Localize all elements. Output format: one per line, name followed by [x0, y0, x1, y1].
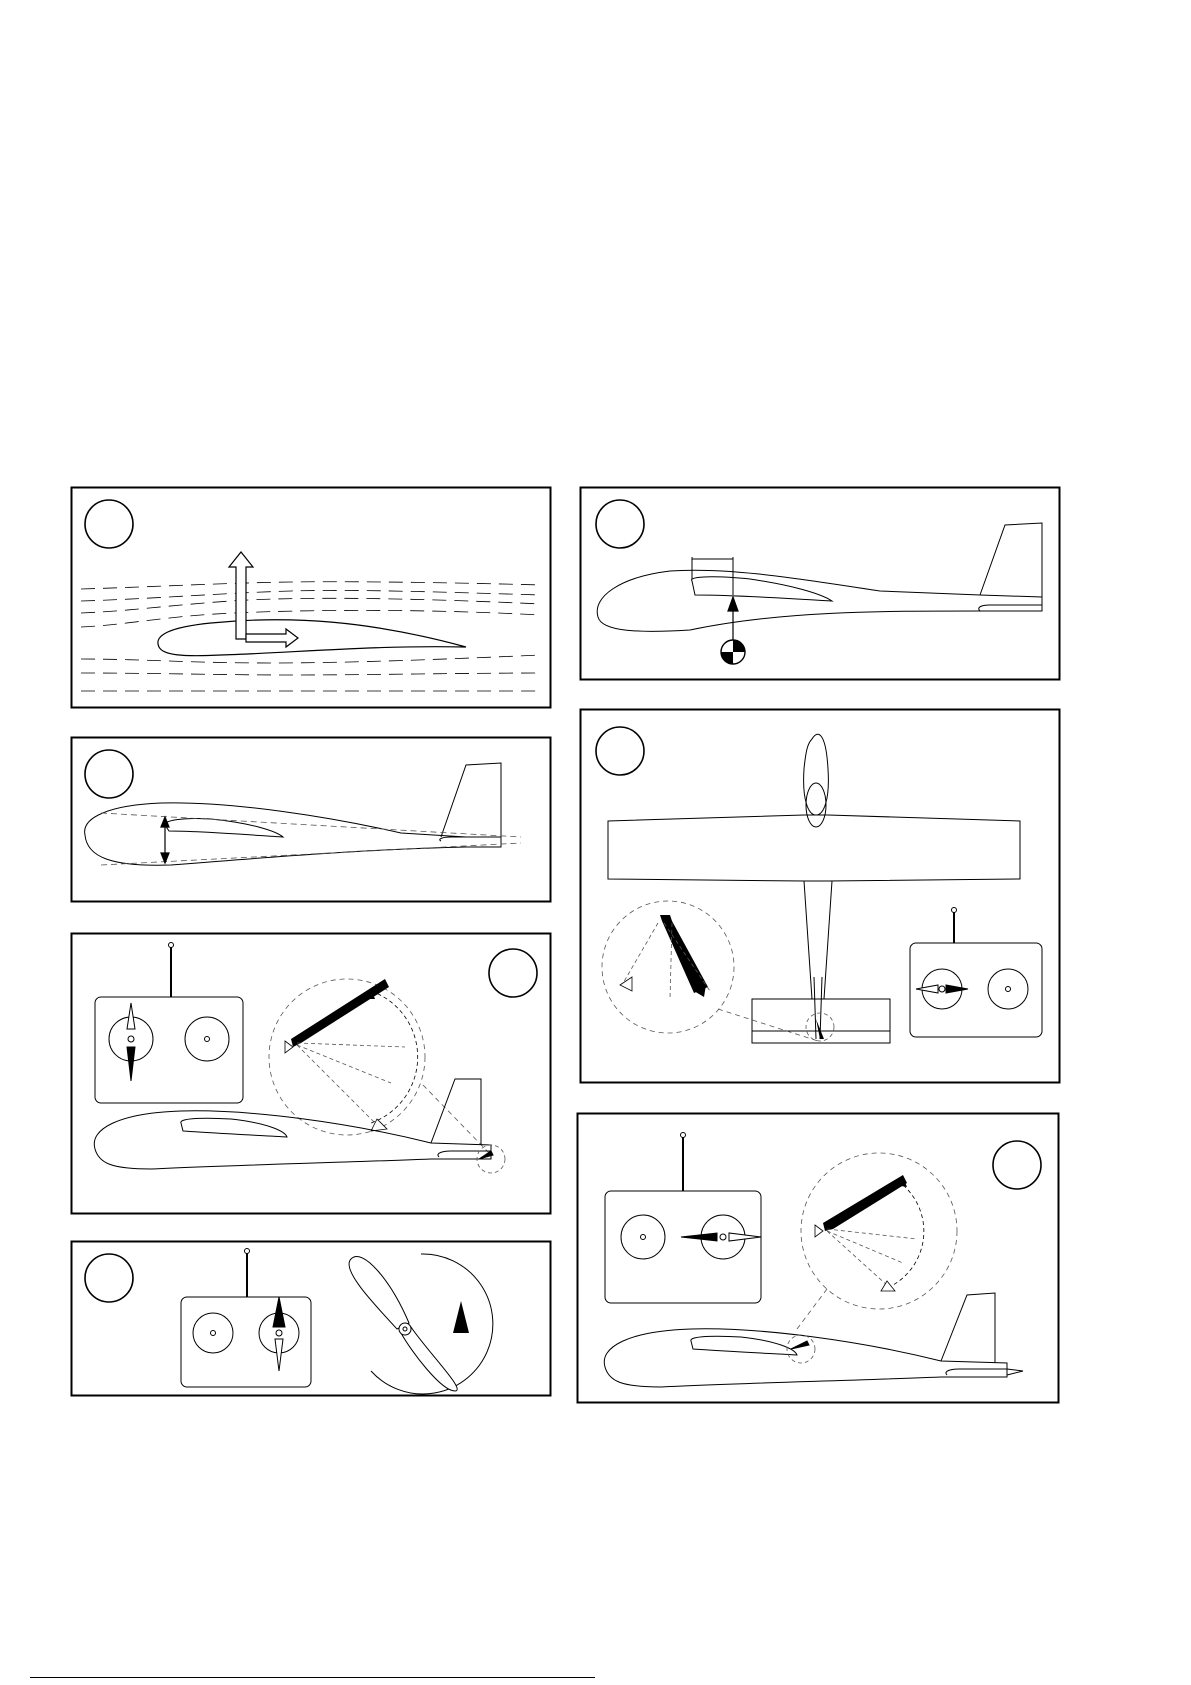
step-number-circle	[596, 727, 644, 775]
panel-frame	[581, 488, 1060, 680]
elevator-control-diagram	[71, 933, 551, 1214]
step-number-circle	[596, 500, 644, 548]
panel-frame	[72, 934, 551, 1214]
panel-aileron-control	[577, 1113, 1059, 1403]
airfoil-icon	[158, 620, 466, 656]
center-of-gravity-diagram	[580, 487, 1060, 680]
panel-frame	[72, 738, 551, 902]
transmitter-icon	[181, 1249, 311, 1388]
panel-motor-throttle	[71, 1241, 551, 1396]
propeller-icon	[349, 1254, 493, 1394]
airflow-lift-diagram	[71, 487, 551, 708]
transmitter-icon	[95, 943, 243, 1104]
panel-airflow-lift	[71, 487, 551, 708]
glider-side-icon	[597, 523, 1042, 631]
rudder-detail-icon	[602, 901, 834, 1041]
decalage-arrow-icon	[161, 817, 169, 863]
panel-center-of-gravity	[580, 487, 1060, 680]
panel-rudder-control	[580, 709, 1060, 1083]
step-number-circle	[993, 1141, 1041, 1189]
panel-elevator-control	[71, 933, 551, 1214]
panel-frame	[72, 488, 551, 708]
motor-throttle-diagram	[71, 1241, 551, 1396]
footer-rule	[30, 1677, 595, 1678]
elevator-detail-icon	[269, 979, 491, 1155]
panel-wing-incidence	[71, 737, 551, 902]
step-number-circle	[85, 500, 133, 548]
aileron-control-diagram	[577, 1113, 1059, 1403]
step-number-circle	[489, 949, 537, 997]
cg-symbol-icon	[721, 640, 745, 664]
rotation-arrow-icon	[453, 1301, 469, 1333]
transmitter-icon	[605, 1133, 761, 1304]
rudder-control-diagram	[580, 709, 1060, 1083]
aileron-detail-icon	[797, 1153, 957, 1329]
cg-dimension	[692, 557, 733, 595]
step-number-circle	[85, 750, 133, 798]
transmitter-icon	[910, 908, 1042, 1038]
glider-side-icon	[85, 763, 501, 865]
step-number-circle	[85, 1254, 133, 1302]
glider-side-icon	[94, 1079, 505, 1173]
wing-incidence-diagram	[71, 737, 551, 902]
